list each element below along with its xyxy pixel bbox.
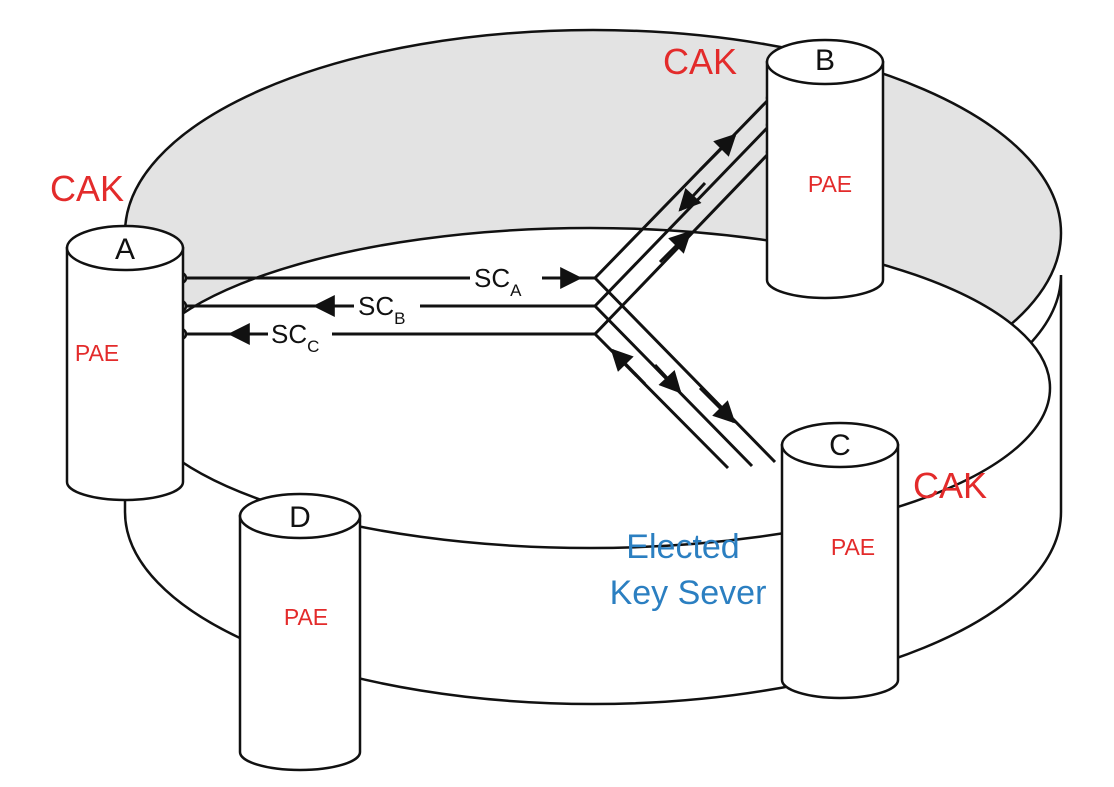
sc-a-prefix: SC	[474, 263, 510, 293]
sc-b-label-bg	[354, 290, 420, 328]
sc-c-label: SCC	[271, 319, 319, 356]
node-c-cak: CAK	[913, 465, 987, 506]
sc-b-prefix: SC	[358, 291, 394, 321]
node-d-body	[238, 514, 362, 772]
key-server-line2: Key Sever	[610, 574, 767, 612]
arrow-to-c-1	[698, 386, 736, 424]
node-c: C PAE	[780, 421, 900, 700]
sc-c-prefix: SC	[271, 319, 307, 349]
to-b-line-2	[593, 123, 772, 308]
sc-a-label-bg	[470, 262, 542, 298]
sc-c-label-bg	[268, 318, 332, 356]
arrow-from-c-to-b	[658, 230, 692, 264]
key-server-line1: Elected	[626, 528, 739, 566]
sc-a-label: SCA	[474, 263, 522, 300]
node-a-cak: CAK	[50, 168, 124, 209]
node-b-pae: PAE	[808, 171, 852, 197]
node-d: D PAE	[238, 492, 362, 772]
arrow-to-c-2	[653, 363, 682, 394]
node-a-top	[65, 224, 185, 272]
channel-arrows	[227, 133, 737, 424]
channel-labels: SCA SCB SCC	[268, 262, 542, 356]
arrow-from-c	[610, 348, 647, 386]
arrow-from-b	[678, 181, 707, 212]
node-d-letter: D	[289, 501, 311, 534]
node-c-pae: PAE	[831, 534, 875, 560]
node-b-body	[765, 60, 885, 300]
node-a: A PAE	[65, 224, 185, 502]
node-a-body	[65, 246, 185, 502]
node-a-letter: A	[115, 233, 135, 266]
node-b-cak: CAK	[663, 41, 737, 82]
sc-b-label: SCB	[358, 291, 405, 328]
node-a-pae: PAE	[75, 340, 119, 366]
node-c-letter: C	[829, 429, 851, 462]
node-b-top	[765, 38, 885, 86]
node-d-top	[238, 492, 362, 540]
to-c-line-1	[593, 276, 777, 464]
sc-b-sub: B	[394, 309, 405, 328]
node-c-top	[780, 421, 900, 469]
node-d-pae: PAE	[284, 604, 328, 630]
node-c-body	[780, 443, 900, 700]
sc-a-sub: A	[510, 281, 522, 300]
node-b-letter: B	[815, 44, 835, 77]
sc-c-sub: C	[307, 337, 319, 356]
node-b: B PAE	[765, 38, 885, 300]
arrow-to-b	[698, 133, 737, 172]
